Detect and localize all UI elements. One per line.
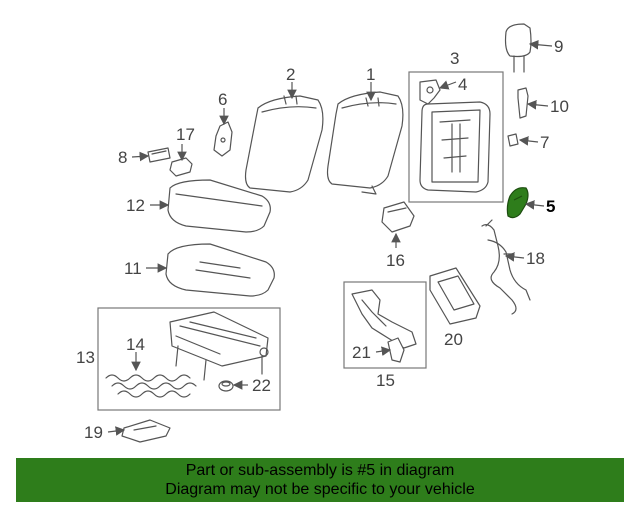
part-2-seatback-cushion[interactable] [244, 95, 324, 193]
part-20-cover[interactable] [429, 267, 481, 325]
callout-arrows [107, 39, 553, 436]
banner-line-1: Part or sub-assembly is #5 in diagram [185, 462, 455, 479]
callout-22: 22 [252, 376, 271, 395]
part-21-clip[interactable] [387, 337, 405, 363]
group-box-15 [343, 281, 427, 369]
callout-4: 4 [458, 75, 467, 94]
callout-6: 6 [218, 90, 227, 109]
callout-18: 18 [526, 249, 545, 268]
callout-3: 3 [450, 49, 459, 68]
part-11-seat-pad[interactable] [165, 243, 275, 297]
part-8-trim[interactable] [147, 147, 171, 163]
part-3-seatback-frame[interactable] [419, 101, 491, 193]
callout-19: 19 [84, 423, 103, 442]
group-box-13 [97, 307, 281, 411]
callout-13: 13 [76, 348, 95, 367]
callout-17: 17 [176, 125, 195, 144]
part-16-module[interactable] [381, 201, 415, 233]
callout-8: 8 [118, 148, 127, 167]
part-13-seat-frame[interactable] [169, 311, 269, 381]
callout-10: 10 [550, 97, 569, 116]
part-10-headrest-guide[interactable] [517, 87, 529, 119]
callout-5: 5 [546, 197, 555, 216]
part-18-wire-harness[interactable] [481, 219, 531, 315]
part-7-cover[interactable] [507, 133, 519, 147]
part-4-recliner-bracket[interactable] [419, 79, 441, 105]
parts-diagram: 1 2 3 4 5 6 7 8 9 10 11 12 13 14 15 16 1… [76, 23, 569, 443]
part-9-headrest[interactable] [504, 23, 532, 73]
part-17-clip[interactable] [169, 157, 193, 177]
callout-11: 11 [124, 259, 142, 278]
info-banner: Part or sub-assembly is #5 in diagram Di… [16, 458, 624, 502]
callout-9: 9 [554, 37, 563, 56]
group-box-3 [408, 71, 504, 203]
callout-7: 7 [540, 133, 549, 152]
callout-12: 12 [126, 196, 145, 215]
callout-21: 21 [352, 343, 371, 362]
part-14-springs[interactable] [105, 374, 197, 398]
callout-16: 16 [386, 251, 405, 270]
part-12-seat-cushion[interactable] [167, 179, 271, 233]
part-5-highlighted-cover[interactable] [506, 187, 529, 219]
banner-line-2: Diagram may not be specific to your vehi… [165, 481, 475, 498]
callout-15: 15 [376, 371, 395, 390]
part-1-seatback-cushion[interactable] [326, 91, 404, 195]
part-22-grommet[interactable] [218, 380, 234, 392]
part-6-bracket[interactable] [213, 121, 233, 157]
part-19-bracket[interactable] [121, 419, 171, 443]
callout-1: 1 [366, 65, 375, 84]
callout-20: 20 [444, 330, 463, 349]
callout-2: 2 [286, 65, 295, 84]
part-15-bracket-assembly[interactable] [351, 289, 417, 349]
callout-14: 14 [126, 335, 145, 354]
